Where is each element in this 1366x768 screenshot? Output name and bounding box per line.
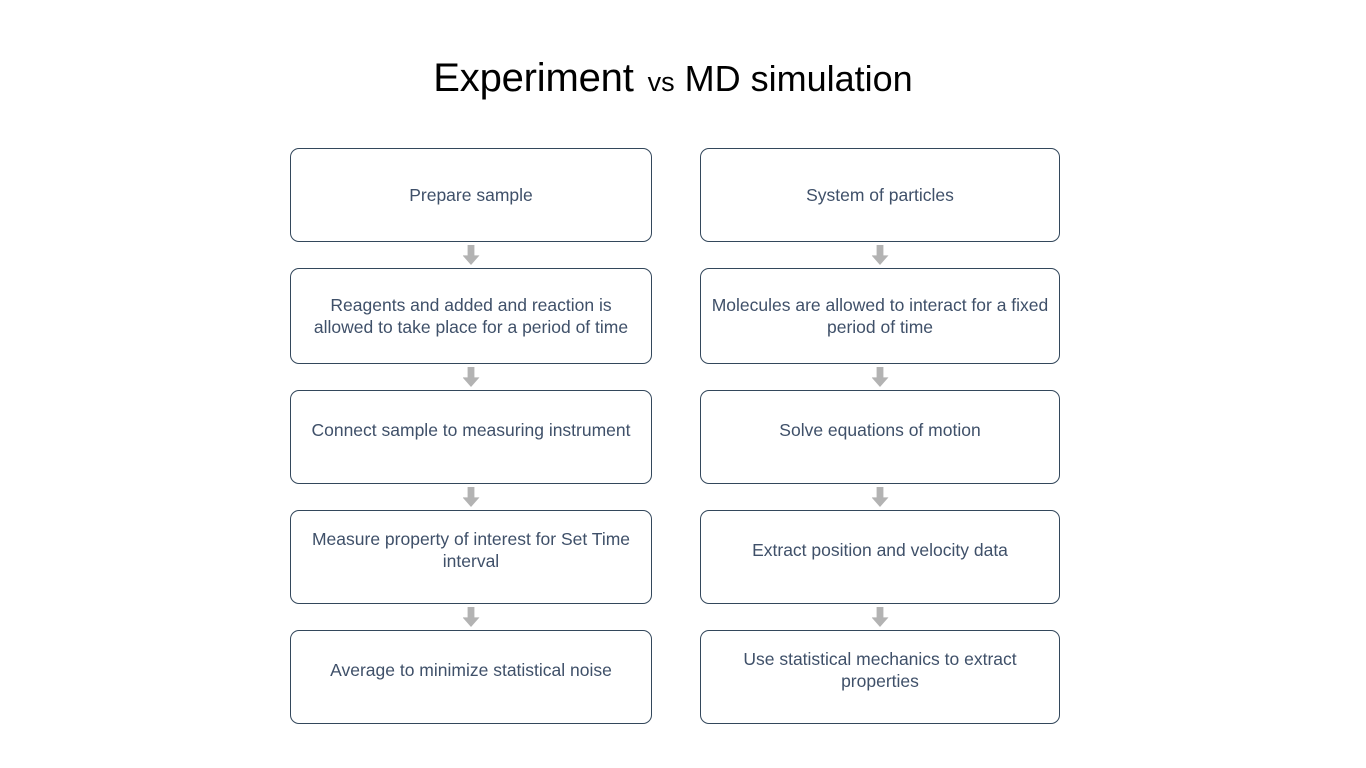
flow-step-label: Use statistical mechanics to extract pro…	[743, 648, 1017, 691]
title-simulation: simulation	[750, 58, 913, 99]
flow-step-label: Connect sample to measuring instrument	[311, 419, 631, 440]
arrow-down-icon	[462, 367, 480, 387]
flowchart-column-experiment: Prepare sample Reagents and added and re…	[290, 148, 652, 724]
flow-step-label: Solve equations of motion	[779, 419, 981, 440]
connector-4	[290, 604, 652, 630]
flow-step-label: Measure property of interest for Set Tim…	[311, 528, 631, 571]
flow-step-label: System of particles	[806, 184, 954, 205]
flow-step-measure-property[interactable]: Measure property of interest for Set Tim…	[290, 510, 652, 604]
title-md: MD	[684, 58, 741, 99]
flow-step-connect-instrument[interactable]: Connect sample to measuring instrument	[290, 390, 652, 484]
connector-2	[290, 364, 652, 390]
arrow-down-icon	[871, 367, 889, 387]
connector-4	[700, 604, 1060, 630]
page-title: Experiment vs MD simulation	[0, 58, 1366, 98]
flowchart-column-md-simulation: System of particles Molecules are allowe…	[700, 148, 1060, 724]
flow-step-label: Average to minimize statistical noise	[330, 659, 612, 680]
flow-step-extract-position-velocity[interactable]: Extract position and velocity data	[700, 510, 1060, 604]
flow-step-system-of-particles[interactable]: System of particles	[700, 148, 1060, 242]
arrow-down-icon	[871, 607, 889, 627]
flow-step-average-noise[interactable]: Average to minimize statistical noise	[290, 630, 652, 724]
connector-3	[700, 484, 1060, 510]
arrow-down-icon	[462, 487, 480, 507]
arrow-down-icon	[871, 245, 889, 265]
flow-step-reagents-added[interactable]: Reagents and added and reaction is allow…	[290, 268, 652, 364]
arrow-down-icon	[462, 245, 480, 265]
arrow-down-icon	[871, 487, 889, 507]
title-separator-vs: vs	[647, 67, 675, 97]
flow-step-label: Molecules are allowed to interact for a …	[711, 294, 1049, 337]
flow-step-prepare-sample[interactable]: Prepare sample	[290, 148, 652, 242]
connector-1	[290, 242, 652, 268]
flow-step-statistical-mechanics[interactable]: Use statistical mechanics to extract pro…	[700, 630, 1060, 724]
connector-3	[290, 484, 652, 510]
flow-step-molecules-interact[interactable]: Molecules are allowed to interact for a …	[700, 268, 1060, 364]
flow-step-label: Reagents and added and reaction is allow…	[313, 294, 629, 337]
title-experiment: Experiment	[433, 56, 634, 100]
flow-step-label: Extract position and velocity data	[752, 539, 1008, 560]
connector-2	[700, 364, 1060, 390]
flow-step-label: Prepare sample	[409, 184, 533, 205]
arrow-down-icon	[462, 607, 480, 627]
connector-1	[700, 242, 1060, 268]
flow-step-solve-equations[interactable]: Solve equations of motion	[700, 390, 1060, 484]
